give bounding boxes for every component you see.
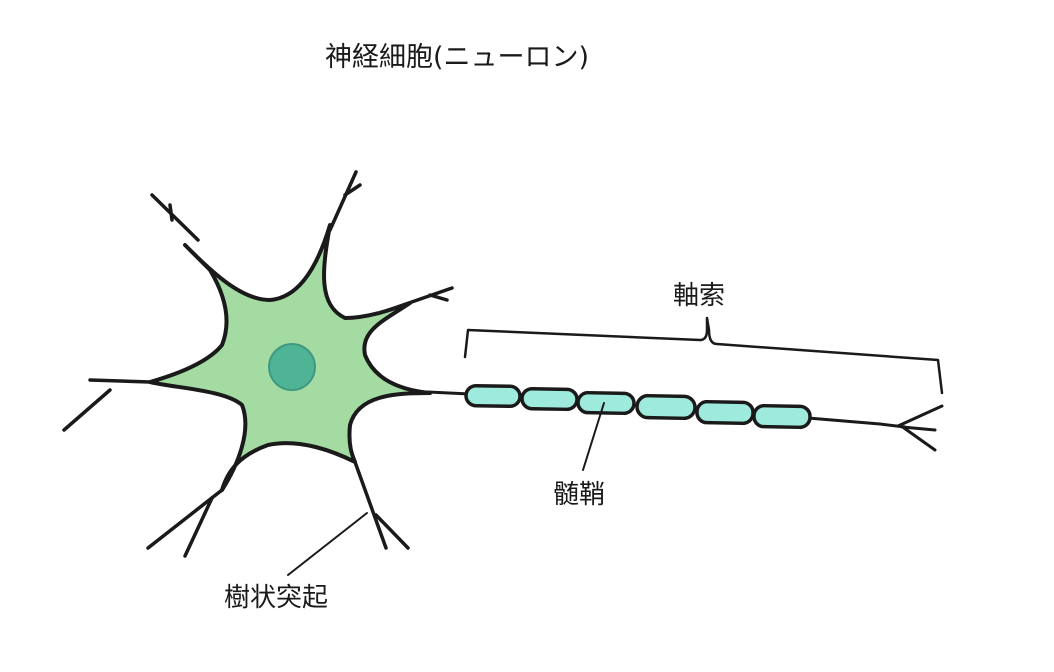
axon-line [426, 390, 882, 426]
dendrite-leader-line [287, 512, 368, 576]
myelin-segment [635, 393, 697, 421]
myelin-sheath-label: 髄鞘 [553, 480, 606, 510]
dendrite-label: 樹状突起 [224, 583, 329, 613]
dendrite-top-right [328, 170, 358, 232]
myelin-segments [464, 383, 812, 430]
myelin-segment [576, 390, 636, 416]
dendrite-top-left [150, 193, 200, 242]
myelin-segment [464, 383, 522, 409]
neuron [62, 170, 944, 576]
dendrite-bottom-right [353, 460, 388, 550]
nucleus [268, 343, 316, 391]
axon-bracket [463, 316, 944, 395]
myelin-segment [752, 403, 812, 430]
myelin-segment [695, 399, 755, 426]
diagram-title: 神経細胞(ニューロン) [325, 42, 590, 73]
axon-terminal [878, 404, 944, 452]
axon-label: 軸索 [673, 281, 726, 311]
myelin-leader-line [582, 402, 605, 471]
dendrite-left [88, 378, 152, 384]
myelin-segment [520, 386, 579, 412]
